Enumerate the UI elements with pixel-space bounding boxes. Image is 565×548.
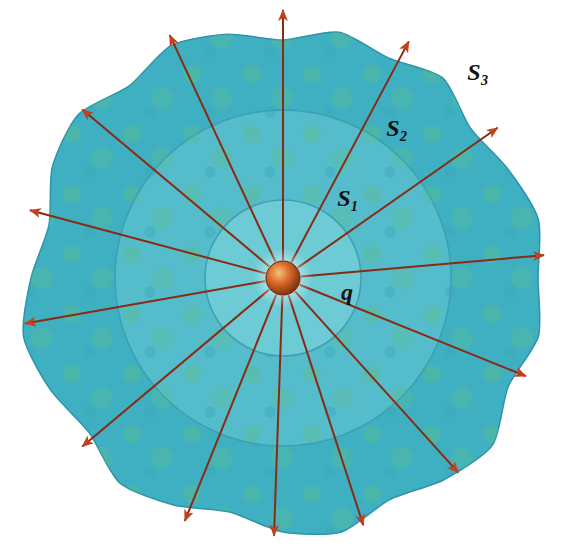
surface-texture	[23, 32, 540, 534]
surface-s3	[23, 32, 540, 534]
field-line	[298, 128, 498, 268]
field-line	[300, 285, 526, 376]
surface-label: S₂	[386, 116, 408, 140]
surface-label: S₁	[337, 186, 359, 210]
charge-label: q	[341, 280, 353, 304]
field-line	[295, 291, 458, 472]
field-line	[301, 255, 544, 276]
field-line	[289, 295, 364, 525]
field-line	[25, 281, 265, 323]
point-charge	[266, 261, 300, 295]
field-line	[274, 296, 282, 536]
field-line	[170, 35, 276, 262]
field-line	[30, 210, 266, 273]
field-line	[82, 290, 269, 447]
surface-label: S₃	[467, 60, 489, 84]
field-line	[291, 41, 408, 262]
field-line	[282, 10, 284, 260]
field-line	[185, 295, 276, 521]
charge-glow	[253, 248, 313, 308]
